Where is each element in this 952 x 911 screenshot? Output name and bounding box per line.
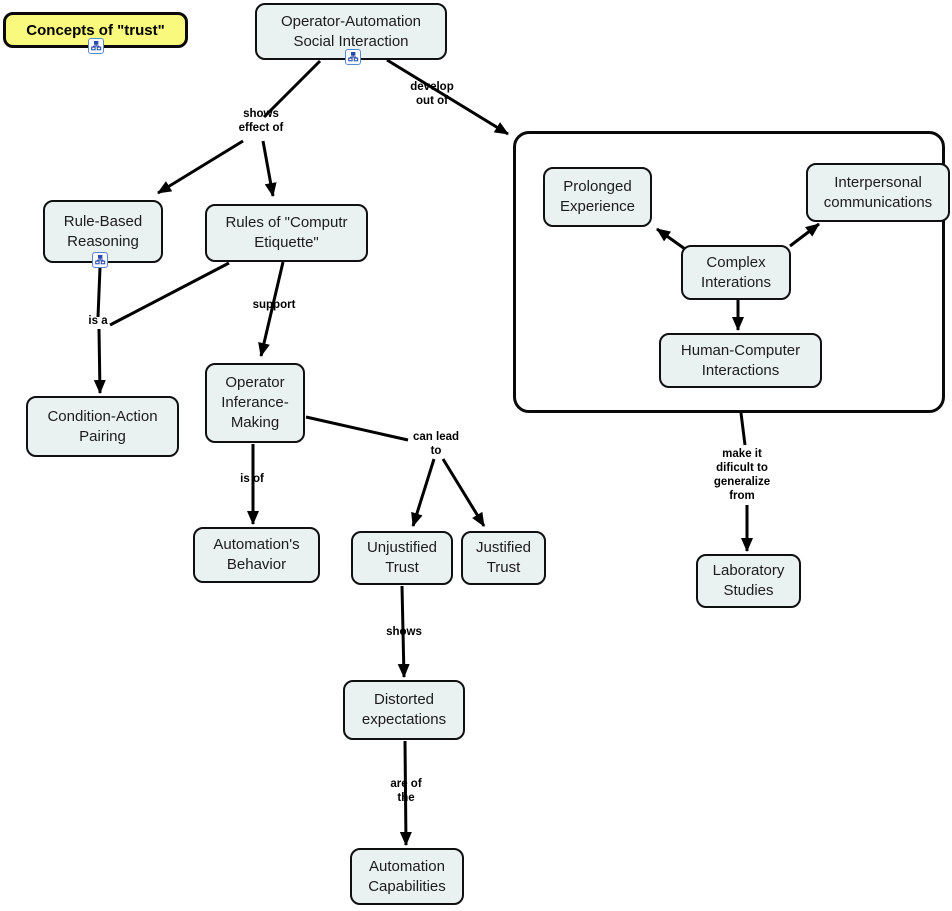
connector-line [739,412,747,446]
sitemap-glyph [95,254,106,265]
connector-line [261,140,277,197]
concept-node-automations-behavior[interactable]: Automation's Behavior [193,527,320,583]
connector-line [109,261,230,327]
concept-label: Laboratory Studies [712,562,785,599]
concept-node-prolonged-experience[interactable]: Prolonged Experience [543,167,652,227]
sitemap-glyph [348,51,359,62]
concept-node-human-computer-interactions[interactable]: Human-Computer Interactions [659,333,822,388]
concept-node-laboratory-studies[interactable]: Laboratory Studies [696,554,801,608]
linking-phrase-is-of[interactable]: is of [240,473,264,485]
concept-label: Condition-Action Pairing [47,407,158,445]
map-title-label: Concepts of "trust" [26,21,165,39]
connector-line [305,415,409,442]
connector-line [258,261,285,357]
connector-line [157,139,244,195]
concept-label: Justified Trust [475,539,532,576]
linking-phrase-make-it-dificult[interactable]: make it dificult to generalize from [713,448,771,502]
concept-label: Human-Computer Interactions [680,341,801,379]
concept-label: Operator Inferance-Making [221,374,289,431]
connector-line [397,585,410,678]
connector-line [386,58,509,136]
connector-line [93,328,106,394]
linking-phrase-develop-out-of[interactable]: develop out of [410,81,454,107]
concept-label: Interpersonal communications [823,173,933,211]
concept-label: Prolonged Experience [559,178,636,215]
concept-node-interpersonal-communications[interactable]: Interpersonal communications [806,163,950,222]
concept-node-operator-inferance-making[interactable]: Operator Inferance-Making [205,363,305,443]
group-box-social-interactions[interactable] [513,131,945,413]
linking-phrase-can-lead-to[interactable]: can lead to [412,431,460,457]
concept-label: Operator-Automation Social Interaction [280,12,422,50]
concept-label: Rules of "Computr Etiquette" [225,214,348,251]
concept-node-unjustified-trust[interactable]: Unjustified Trust [351,531,453,585]
submap-icon[interactable] [88,38,104,54]
linking-phrase-are-of-the[interactable]: are of the [390,778,422,804]
concept-label: Rule-Based Reasoning [63,212,143,250]
concept-node-condition-action-pairing[interactable]: Condition-Action Pairing [26,396,179,457]
concept-label: Complex Interations [700,253,772,291]
linking-phrase-shows-effect-of[interactable]: shows effect of [238,108,284,134]
connector-line [656,227,686,251]
concept-label: Automation's Behavior [213,536,300,573]
concept-node-complex-interations[interactable]: Complex Interations [681,245,791,300]
linking-phrase-support[interactable]: support [252,299,296,311]
connector-line [399,740,412,846]
connector-line [411,458,436,527]
concept-node-justified-trust[interactable]: Justified Trust [461,531,546,585]
linking-phrase-shows[interactable]: shows [386,626,422,638]
concept-node-rules-of-computr-etiquette[interactable]: Rules of "Computr Etiquette" [205,204,368,262]
concept-label: Distorted expectations [361,691,447,728]
concept-label: Automation Capabilities [368,857,446,895]
connector-line [96,267,102,318]
submap-icon[interactable] [345,49,361,65]
submap-icon[interactable] [92,252,108,268]
connector-line [441,458,486,527]
connector-line [262,59,322,119]
sitemap-glyph [91,40,102,51]
connector-line [789,222,820,248]
concept-node-automation-capabilities[interactable]: Automation Capabilities [350,848,464,905]
concept-label: Unjustified Trust [366,539,438,576]
linking-phrase-is-a[interactable]: is a [88,315,108,327]
concept-node-distorted-expectations[interactable]: Distorted expectations [343,680,465,740]
